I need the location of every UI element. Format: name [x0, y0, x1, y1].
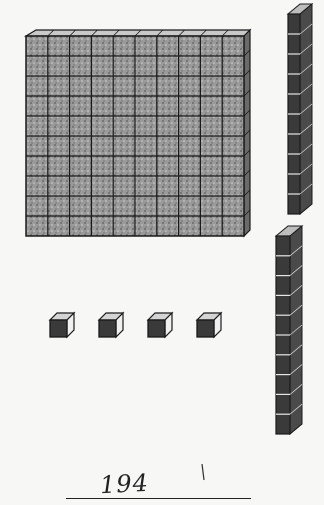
hundreds-flat: [26, 30, 250, 236]
ones-cube: [148, 313, 172, 337]
tens-rod-1: [288, 4, 312, 214]
pencil-mark: [202, 464, 204, 480]
ones-cubes: [50, 313, 221, 337]
ones-cube: [50, 313, 74, 337]
answer-text: 194: [99, 469, 149, 500]
ones-cube: [197, 313, 221, 337]
tens-rod-2: [276, 226, 302, 434]
ones-cube: [99, 313, 123, 337]
answer-line: [66, 498, 251, 499]
